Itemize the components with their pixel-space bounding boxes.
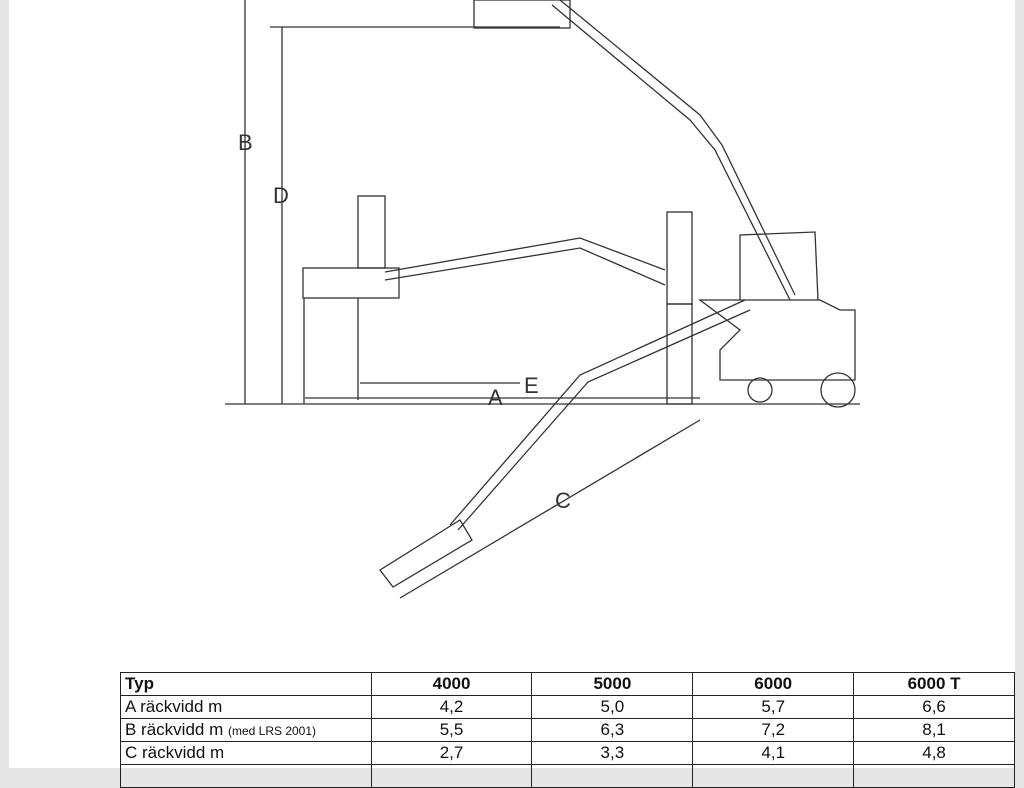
row-label: B räckvidd m (med LRS 2001) [120,718,372,742]
tractor-cab [739,231,819,301]
label-c: C [555,488,571,513]
tractor-wheel [820,372,856,408]
row-label-text: C räckvidd m [125,743,225,762]
mower-head-lowered [379,519,473,588]
row-note: (med LRS 2001) [227,723,317,738]
cell: 6,3 [531,718,694,742]
row-label-text: A räckvidd m [125,697,223,716]
cell: 7,2 [692,718,855,742]
cell: 4,1 [692,741,855,765]
cell: 4,2 [370,695,533,719]
hedge-post [666,211,693,305]
table-row: C räckvidd m 2,7 3,3 4,1 4,8 [120,741,1015,765]
label-d: D [273,183,289,208]
cell: 6,6 [853,695,1015,719]
table-row: A räckvidd m 4,2 5,0 5,7 6,6 [120,695,1015,719]
label-a: A [488,385,503,410]
row-label: C räckvidd m [120,741,372,765]
cell: 8,1 [853,718,1015,742]
table-header-row: Typ 4000 5000 6000 6000 T [120,672,1015,696]
mower-head-raised [473,0,571,29]
header-6000: 6000 [692,672,855,696]
hedge-post [357,195,386,269]
document-page: B D A E C Typ 4000 5000 6000 6000 T A rä… [9,0,1015,788]
header-4000: 4000 [370,672,533,696]
header-6000t: 6000 T [853,672,1015,696]
dimension-c-line [399,419,701,599]
boom-horizontal [384,237,666,286]
boom-raised [551,0,796,301]
cell: 5,7 [692,695,855,719]
cell: 5,5 [370,718,533,742]
cell: 2,7 [370,741,533,765]
tractor-body [698,299,856,381]
cell: 4,8 [853,741,1015,765]
cell: 3,3 [531,741,694,765]
cell: 5,0 [531,695,694,719]
specifications-table: Typ 4000 5000 6000 6000 T A räckvidd m 4… [120,672,1015,788]
hedge-post [666,303,693,405]
header-5000: 5000 [531,672,694,696]
row-label-text: B räckvidd m [125,719,224,739]
boom-lowered [449,299,751,531]
mower-reach-diagram: B D A E C [225,0,860,599]
row-label: A räckvidd m [120,695,372,719]
label-e: E [524,373,539,398]
tractor-wheel [747,377,773,403]
label-b: B [238,130,253,155]
table-row: B räckvidd m (med LRS 2001) 5,5 6,3 7,2 … [120,718,1015,742]
mower-head-horizontal [302,267,400,299]
header-typ: Typ [120,672,372,696]
